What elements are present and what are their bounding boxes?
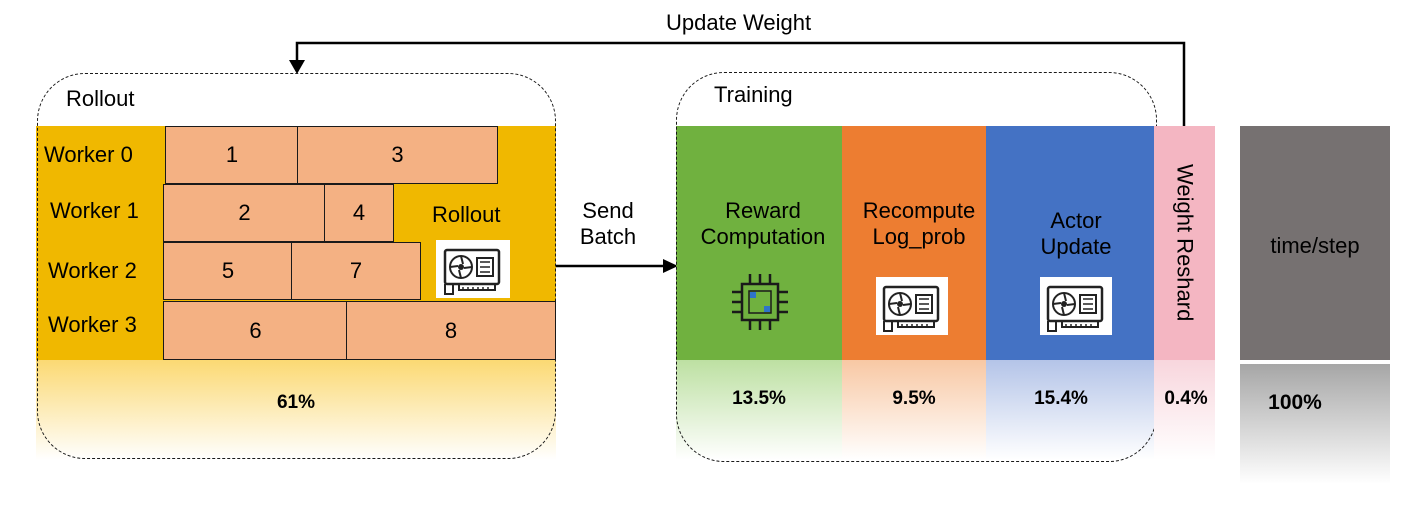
stage-label: Recompute Log_prob: [862, 198, 976, 249]
weight-reshard-percent: 0.4%: [1164, 387, 1208, 409]
gpu-icon: [436, 240, 510, 298]
batch-cell: 6: [163, 301, 348, 360]
time-step-percent: 100%: [1268, 390, 1322, 414]
batch-cell: 3: [297, 126, 498, 184]
time-step-label: time/step: [1270, 233, 1360, 258]
rollout-percent-bar: [36, 360, 556, 460]
worker-label: Worker 3: [48, 312, 137, 337]
batch-cell: 4: [324, 184, 394, 242]
training-group-title: Training: [714, 82, 793, 107]
gpu-icon: [1040, 277, 1112, 335]
weight-reshard-label: Weight Reshard: [1172, 164, 1198, 322]
rollout-group-title: Rollout: [66, 86, 135, 111]
batch-cell: 2: [163, 184, 326, 242]
batch-cell: 5: [163, 242, 293, 300]
batch-cell: 7: [291, 242, 421, 300]
weight-reshard-percent-bar: [1154, 360, 1215, 460]
cpu-icon: [732, 274, 788, 330]
worker-label: Worker 0: [44, 142, 133, 167]
recompute-percent-bar: [842, 360, 986, 460]
update-weight-arrow: [295, 41, 1186, 126]
batch-cell: 8: [346, 301, 556, 360]
rollout-area-label: Rollout: [432, 202, 501, 227]
batch-cell: 1: [165, 126, 299, 184]
rollout-percent: 61%: [276, 391, 316, 413]
time-step-percent-bar: [1240, 364, 1390, 484]
rollout-group-outline: [37, 73, 556, 459]
stage-label: Actor Update: [1040, 208, 1112, 259]
actor-percent: 15.4%: [1034, 387, 1088, 409]
time-step-block: [1240, 126, 1390, 360]
weight-reshard-block: [1154, 126, 1215, 360]
send-batch-arrowhead: [663, 259, 678, 273]
update-weight-arrowhead: [289, 60, 305, 74]
reward-percent: 13.5%: [732, 387, 786, 409]
gpu-icon: [876, 277, 948, 335]
recompute-percent: 9.5%: [892, 387, 936, 409]
update-weight-label: Update Weight: [666, 10, 812, 35]
worker-label: Worker 1: [50, 198, 139, 223]
stage-label: Reward Computation: [700, 198, 826, 249]
send-batch-label: Send Batch: [579, 198, 637, 249]
worker-label: Worker 2: [48, 258, 137, 283]
